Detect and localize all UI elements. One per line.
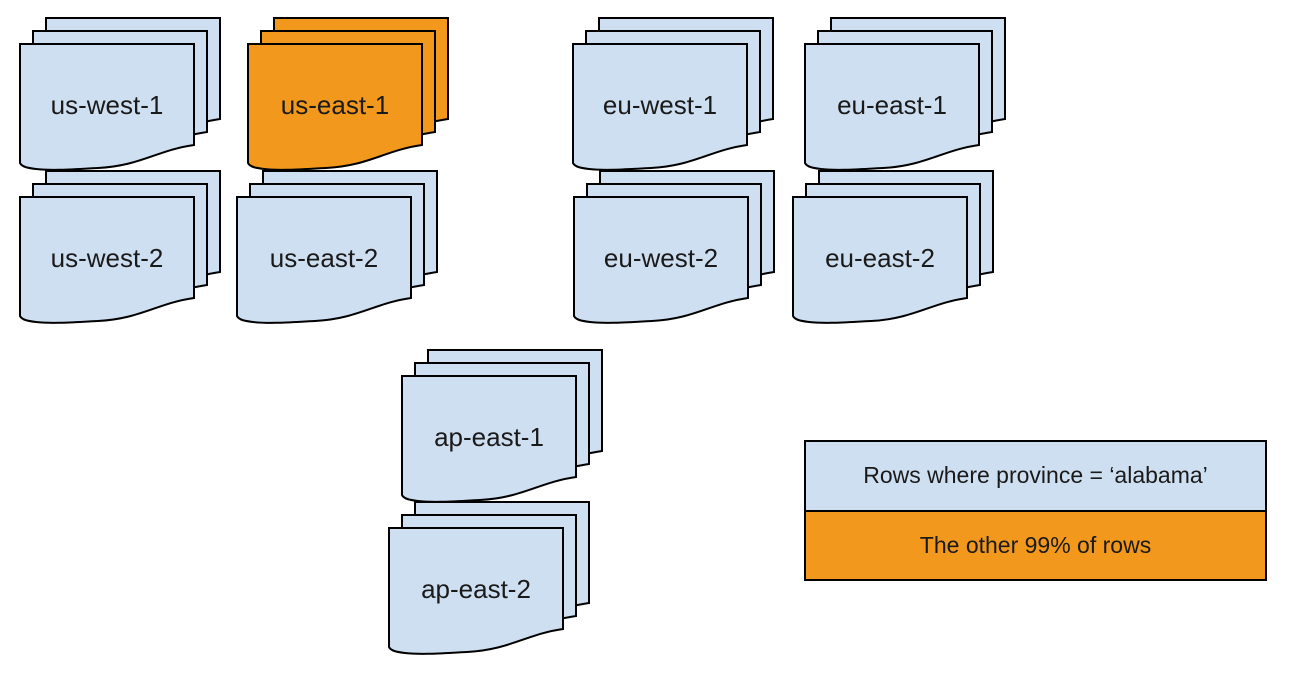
doc-stack-us-east-1: us-east-1 xyxy=(246,16,450,174)
document-stack-icon xyxy=(388,501,590,655)
legend-item-label: The other 99% of rows xyxy=(919,531,1152,558)
doc-stack-eu-east-1: eu-east-1 xyxy=(803,16,1007,174)
doc-stack-eu-west-2: eu-west-2 xyxy=(572,169,776,327)
document-stack-icon xyxy=(572,17,774,171)
legend-item-other-rows: The other 99% of rows xyxy=(806,511,1265,579)
legend: Rows where province = ‘alabama’ The othe… xyxy=(804,440,1267,581)
document-stack-icon xyxy=(19,170,221,324)
doc-stack-eu-west-1: eu-west-1 xyxy=(571,16,775,174)
document-stack-icon xyxy=(19,17,221,171)
legend-item-alabama-rows: Rows where province = ‘alabama’ xyxy=(806,442,1265,512)
legend-item-label: Rows where province = ‘alabama’ xyxy=(863,462,1208,489)
doc-stack-us-east-2: us-east-2 xyxy=(235,169,439,327)
document-stack-icon xyxy=(573,170,775,324)
document-stack-icon xyxy=(247,17,449,171)
document-stack-icon xyxy=(804,17,1006,171)
doc-stack-us-west-2: us-west-2 xyxy=(18,169,222,327)
doc-stack-eu-east-2: eu-east-2 xyxy=(791,169,995,327)
doc-stack-ap-east-2: ap-east-2 xyxy=(387,500,591,658)
doc-stack-ap-east-1: ap-east-1 xyxy=(400,348,604,506)
document-stack-icon xyxy=(792,170,994,324)
document-stack-icon xyxy=(401,349,603,503)
doc-stack-us-west-1: us-west-1 xyxy=(18,16,222,174)
document-stack-icon xyxy=(236,170,438,324)
